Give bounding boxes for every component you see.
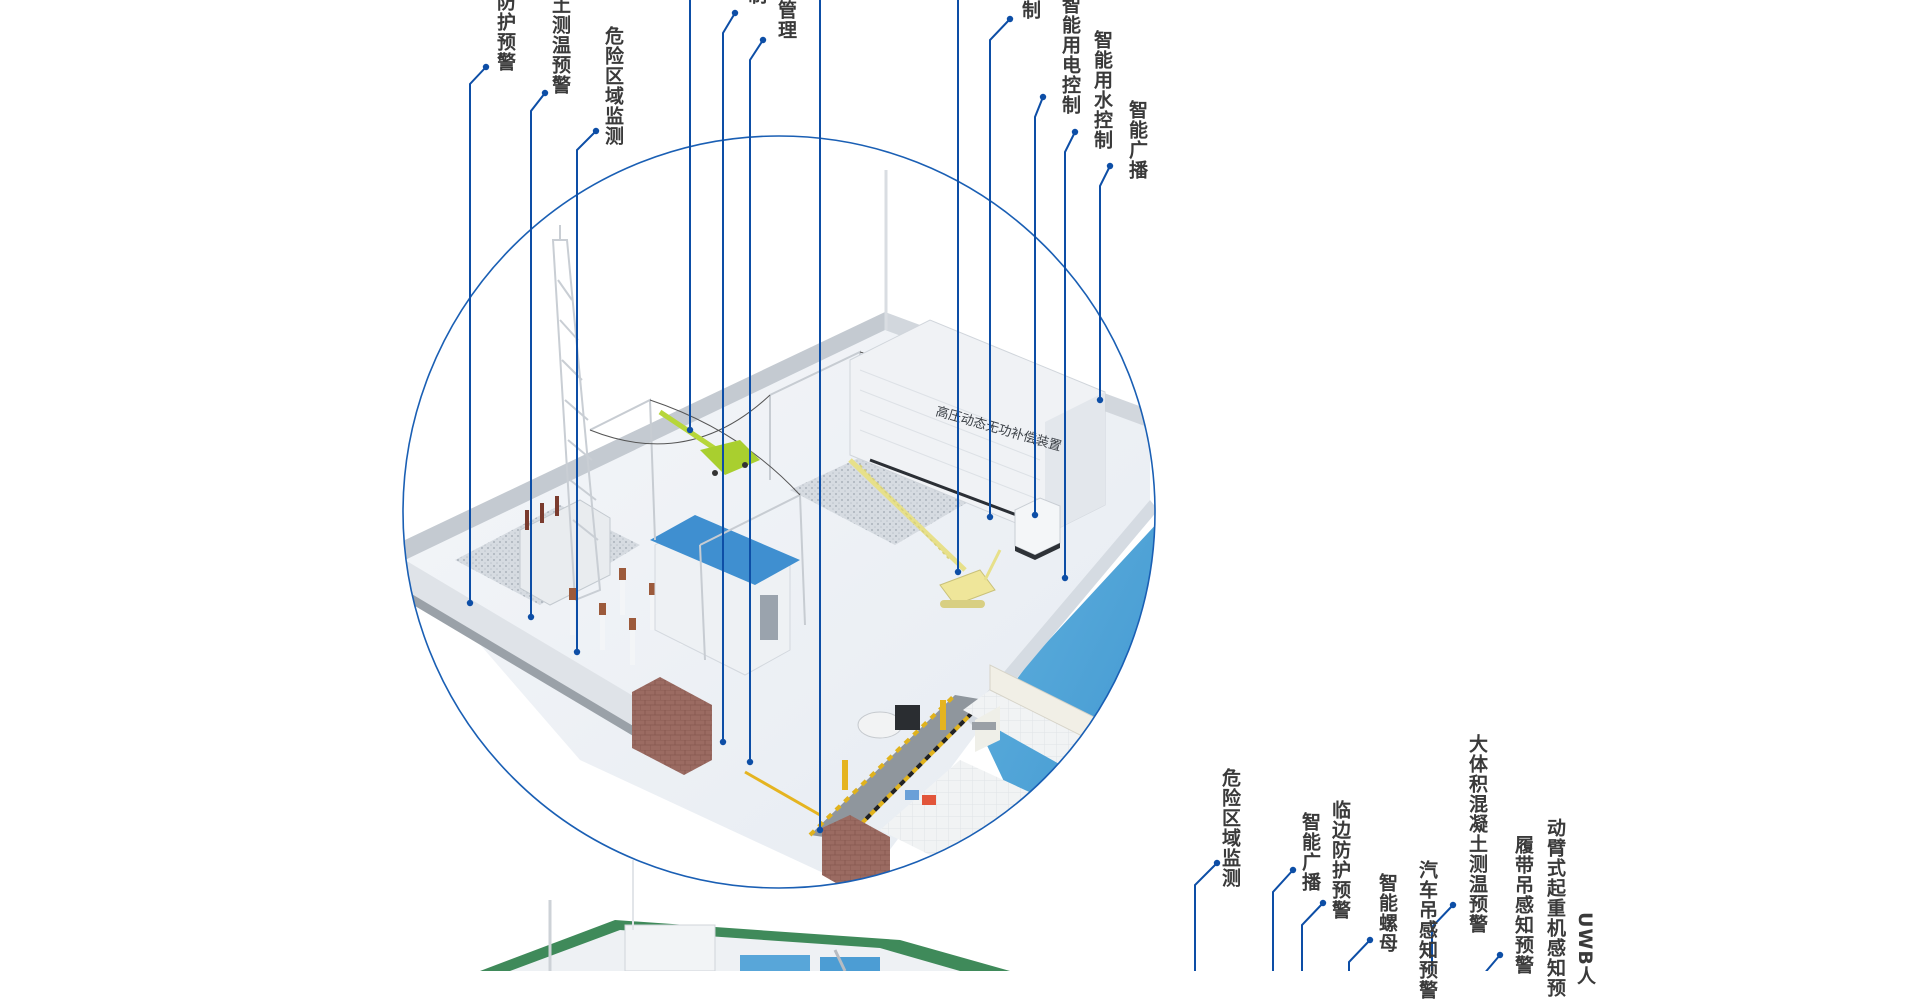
leader-anchor-dot [466, 599, 474, 607]
leader-anchor-dot [1039, 93, 1047, 101]
lower-water-pool [740, 955, 810, 971]
leader-anchor-dot [592, 127, 600, 135]
leader-anchor-dot [1106, 162, 1114, 170]
label-concrete-temp-warning: 凝土测温预警 [549, 0, 571, 95]
label-edge-protection-warning: 防护预警 [494, 0, 516, 72]
scene-frame-circle [402, 135, 1156, 889]
brick-wall-left [632, 677, 712, 775]
leader-line [1194, 862, 1218, 971]
label-truck-crane-warning: 汽车吊感知预警 [1416, 860, 1438, 1000]
label-smart-broadcast-2: 智能广播 [1299, 812, 1321, 892]
label-uwb-personnel: UWB人 [1574, 912, 1596, 986]
leader-anchor-dot [746, 758, 754, 766]
leader-line [1431, 904, 1454, 971]
label-danger-zone-monitoring: 危险区域监测 [602, 26, 624, 146]
leader-anchor-dot [759, 36, 767, 44]
leader-line [1272, 869, 1294, 971]
leader-anchor-dot [1096, 396, 1104, 404]
leader-anchor-dot [527, 613, 535, 621]
slab-edge [965, 500, 1155, 728]
label-boom-crane-warning: 动臂式起重机感知预 [1544, 818, 1566, 998]
leader-anchor-dot [954, 568, 962, 576]
leader-anchor-dot [719, 738, 727, 746]
label-edge-protection-warning-2: 临边防护预警 [1329, 800, 1351, 920]
leader-line [989, 18, 1011, 517]
entrance-gate [744, 693, 987, 842]
leader-line [749, 39, 764, 762]
label-smart-nut: 智能螺母 [1376, 873, 1398, 953]
label-danger-zone-monitoring-2: 危险区域监测 [1219, 768, 1241, 888]
leader-line [530, 92, 546, 617]
leader-anchor-dot [686, 426, 694, 434]
svc-container-building: 高压动态无功补偿装置 [849, 319, 1106, 536]
leader-line [1064, 131, 1076, 578]
leader-anchor-dot [1449, 901, 1457, 909]
leader-anchor-dot [573, 648, 581, 656]
label-control-1: 制 [745, 0, 767, 5]
leader-anchor-dot [482, 63, 490, 71]
leader-line [722, 12, 736, 742]
leader-anchor-dot [1006, 15, 1014, 23]
transformer [519, 496, 611, 606]
leader-anchor-dot [1366, 936, 1374, 944]
guard-house [963, 664, 1101, 770]
leader-anchor-dot [1289, 866, 1297, 874]
leader-lines [466, 0, 1504, 971]
label-personnel-management: 人管理 [775, 0, 797, 40]
temporary-kiosks [905, 790, 936, 805]
lower-water-pool-2 [820, 957, 880, 971]
leader-anchor-dot [986, 513, 994, 521]
label-smart-water-control: 智能用水控制 [1091, 30, 1113, 150]
leader-anchor-dot [1496, 951, 1504, 959]
leader-line [1034, 96, 1044, 515]
label-smart-power-control: 智能用电控制 [1059, 0, 1081, 115]
label-concrete-temp-warning-2: 大体积混凝土测温预警 [1466, 734, 1488, 934]
label-control-2: 控制 [1019, 0, 1041, 20]
leader-line [576, 130, 597, 652]
leader-line [1485, 954, 1501, 971]
mixer-truck [857, 705, 920, 739]
label-smart-broadcast: 智能广播 [1126, 100, 1148, 180]
leader-anchor-dot [1061, 574, 1069, 582]
leader-anchor-dot [1031, 511, 1039, 519]
leader-anchor-dot [731, 9, 739, 17]
lower-gantry [833, 949, 847, 971]
crawler-crane [848, 458, 1002, 608]
perimeter-wall-front-base [405, 590, 640, 740]
leader-line [469, 66, 487, 603]
label-crawler-crane-warning: 履带吊感知预警 [1512, 835, 1534, 975]
leader-anchor-dot [816, 826, 824, 834]
perimeter-wall-back [405, 312, 885, 560]
leader-anchor-dot [1213, 859, 1221, 867]
leader-anchor-dot [541, 89, 549, 97]
electrical-cabinet [1014, 497, 1061, 560]
lower-container-building [624, 924, 716, 971]
leader-line [1348, 939, 1371, 971]
leader-line [1099, 165, 1111, 400]
lower-scene [480, 860, 1010, 971]
leader-anchor-dot [1071, 128, 1079, 136]
diagram-canvas: 高压动态无功补偿装置 [402, 0, 1504, 971]
main-scene: 高压动态无功补偿装置 [403, 136, 1155, 888]
leader-anchor-dot [1319, 899, 1327, 907]
leader-line [1301, 902, 1324, 971]
